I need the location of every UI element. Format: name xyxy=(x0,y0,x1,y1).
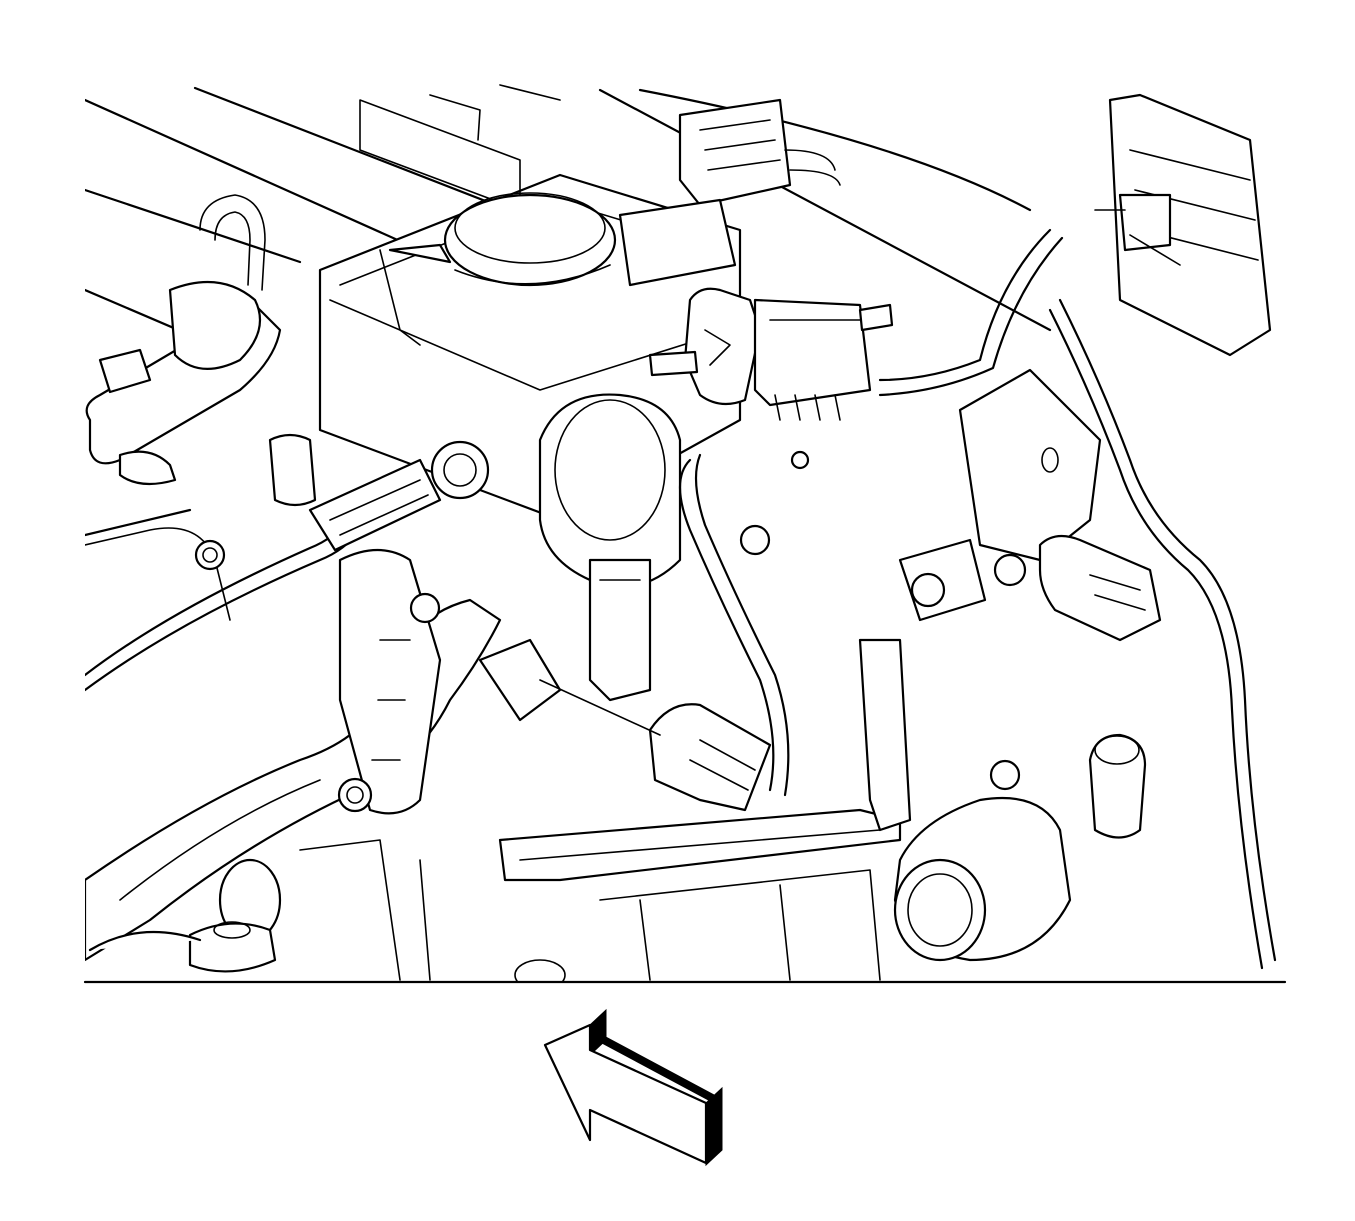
evap-purge-solenoid xyxy=(648,287,894,421)
thermostat-housing xyxy=(893,733,1147,962)
upper-right-bracket xyxy=(1094,93,1272,357)
engine-detail-view xyxy=(85,84,1277,982)
lower-support-bracket xyxy=(498,638,912,882)
coolant-temp-connector xyxy=(308,440,490,552)
oil-pressure-sensor-connector xyxy=(478,638,772,812)
ignition-module-bracket xyxy=(898,368,1162,642)
bolt-group xyxy=(194,450,810,624)
intake-hose xyxy=(85,194,282,465)
ignition-coil-boots xyxy=(98,348,317,507)
wiring-connector-top xyxy=(618,98,841,287)
oil-fill-cap xyxy=(388,192,617,287)
cowl-outline xyxy=(85,86,1052,621)
lower-engine-block xyxy=(88,839,881,982)
direction-arrow-icon xyxy=(543,1008,723,1167)
throttle-body xyxy=(538,393,682,702)
